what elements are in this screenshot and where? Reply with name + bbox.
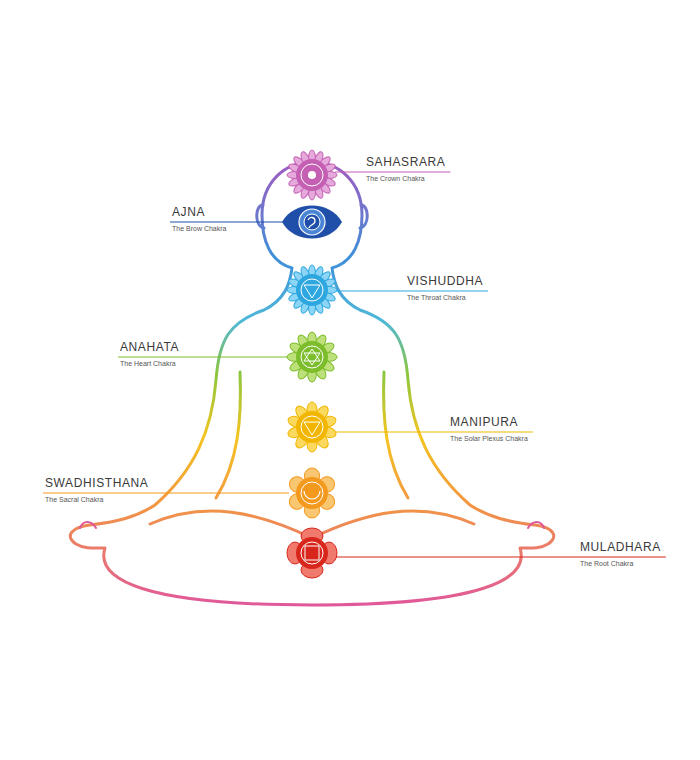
chakra-symbol: MULADHARAThe Root Chakra: [287, 528, 337, 578]
chakra-label: AJNA The Brow Chakra: [172, 205, 226, 233]
chakra-lotus: [287, 332, 337, 382]
body-outline: [70, 162, 553, 605]
chakra-name: VISHUDDHA: [407, 274, 483, 288]
chakra-symbol: ANAHATAThe Heart Chakra: [287, 332, 337, 382]
leader-line: [335, 556, 666, 557]
ear: [360, 205, 367, 228]
leader-line: [118, 356, 289, 357]
leader-line: [335, 290, 488, 291]
chakra-symbol: SWADHISTHANAThe Sacral Chakra: [287, 468, 337, 518]
chakra-symbol: MANIPURAThe Solar Plexus Chakra: [287, 402, 337, 452]
chakra-lotus: [287, 528, 337, 578]
hand-mudra: [528, 522, 544, 528]
chakra-name: AJNA: [172, 205, 226, 219]
chakra-label: ANAHATA The Heart Chakra: [120, 340, 179, 368]
leader-line: [335, 431, 533, 432]
inner-arm-line: [216, 372, 240, 498]
chakra-subtitle: The Root Chakra: [580, 560, 661, 568]
leader-line: [170, 221, 283, 222]
chakra-subtitle: The Crown Chakra: [366, 175, 445, 183]
chakra-lotus: [287, 150, 337, 200]
inner-arm-line: [384, 372, 408, 498]
chakra-lotus: [287, 265, 337, 315]
ear: [257, 205, 264, 228]
chakra-subtitle: The Solar Plexus Chakra: [450, 435, 528, 443]
chakra-symbol: VISHUDDHAThe Throat Chakra: [287, 265, 337, 315]
chakra-subtitle: The Heart Chakra: [120, 360, 179, 368]
chakra-lotus: [287, 402, 337, 452]
chakra-symbol: AJNAThe Brow Chakra: [281, 203, 343, 241]
chakra-label: MANIPURA The Solar Plexus Chakra: [450, 415, 528, 443]
chakra-label: SWADHISTHANA The Sacral Chakra: [45, 476, 148, 504]
chakra-subtitle: The Brow Chakra: [172, 225, 226, 233]
chakra-name: SAHASRARA: [366, 155, 445, 169]
hand-mudra: [80, 522, 96, 528]
chakra-name: SWADHISTHANA: [45, 476, 148, 490]
chakra-subtitle: The Throat Chakra: [407, 294, 483, 302]
chakra-lotus: [287, 468, 337, 518]
leader-line: [43, 492, 289, 493]
chakra-lotus: [281, 203, 343, 241]
chakra-name: ANAHATA: [120, 340, 179, 354]
chakra-label: VISHUDDHA The Throat Chakra: [407, 274, 483, 302]
chakra-name: MANIPURA: [450, 415, 528, 429]
chakra-label: SAHASRARA The Crown Chakra: [366, 155, 445, 183]
leader-line: [335, 171, 450, 172]
chakra-subtitle: The Sacral Chakra: [45, 496, 148, 504]
chakra-label: MULADHARA The Root Chakra: [580, 540, 661, 568]
chakra-symbol: SAHASRARAThe Crown Chakra: [287, 150, 337, 200]
chakra-name: MULADHARA: [580, 540, 661, 554]
